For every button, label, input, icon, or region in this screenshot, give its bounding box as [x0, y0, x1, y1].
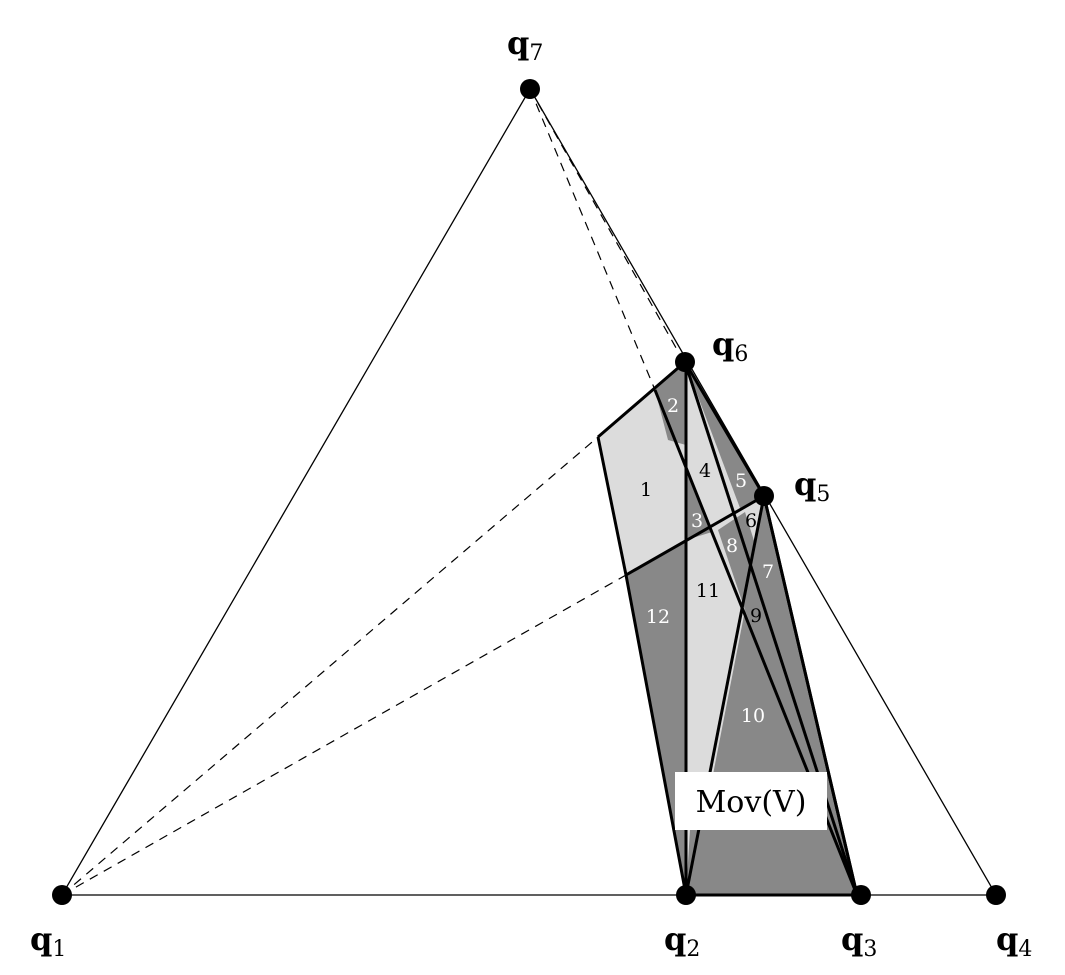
- region-7-fill: [745, 496, 857, 895]
- vertex-q3-dot: [851, 885, 871, 905]
- region-5-fill: [685, 362, 764, 508]
- mov-label: Mov(V): [696, 785, 807, 820]
- vertex-q2-dot: [676, 885, 696, 905]
- vertex-q1-label: q1: [30, 920, 66, 962]
- edge-q1-q7: [61, 88, 531, 896]
- region-labels: 1 2 3 4 5 6 7 8 9 10 11 12: [640, 395, 774, 727]
- region-label-5: 5: [735, 470, 747, 492]
- vertex-q1-dot: [52, 885, 72, 905]
- dashed-rays: [61, 88, 685, 896]
- vertex-q5-label: q5: [794, 465, 830, 507]
- region-label-2: 2: [667, 395, 679, 417]
- region-label-10: 10: [741, 705, 765, 727]
- region-8-fill: [718, 512, 760, 610]
- shaded-regions: [598, 362, 857, 895]
- line-q6-q3: [683, 361, 859, 896]
- vertex-q7-label: q7: [507, 24, 543, 66]
- region-12-fill: [626, 540, 686, 895]
- vertex-q4-dot: [986, 885, 1006, 905]
- vertex-q3-label: q3: [841, 920, 877, 962]
- region-bottom-fill: [686, 830, 857, 895]
- region-label-4: 4: [699, 460, 711, 482]
- line-cross: [625, 494, 765, 577]
- vertex-q2-label: q2: [664, 920, 700, 962]
- region-label-7: 7: [762, 561, 774, 583]
- region-label-12: 12: [646, 606, 670, 628]
- dashed-ray-q7-b: [529, 88, 685, 363]
- vertices: [52, 79, 1006, 905]
- vertex-q6-dot: [675, 352, 695, 372]
- region-label-9: 9: [750, 605, 762, 627]
- region-label-11: 11: [696, 580, 720, 602]
- vertex-q5-dot: [754, 486, 774, 506]
- region-label-3: 3: [691, 510, 703, 532]
- dashed-ray-q7-a: [529, 88, 656, 391]
- dashed-ray-q1-b: [61, 574, 627, 896]
- mov-label-box: Mov(V): [675, 772, 827, 830]
- vertex-q6-label: q6: [712, 325, 748, 367]
- vertex-q4-label: q4: [996, 920, 1032, 962]
- outer-triangle: [61, 88, 997, 896]
- region-label-1: 1: [640, 479, 652, 501]
- dashed-ray-q1-a: [61, 436, 599, 896]
- line-q5-q3: [762, 495, 859, 896]
- region-2-fill: [655, 362, 686, 445]
- vertex-labels: q1 q2 q3 q4 q5 q6 q7: [30, 24, 1032, 962]
- region-label-8: 8: [726, 535, 738, 557]
- vertex-q7-dot: [520, 79, 540, 99]
- mov-label-background: [675, 772, 827, 830]
- region-label-6: 6: [745, 510, 757, 532]
